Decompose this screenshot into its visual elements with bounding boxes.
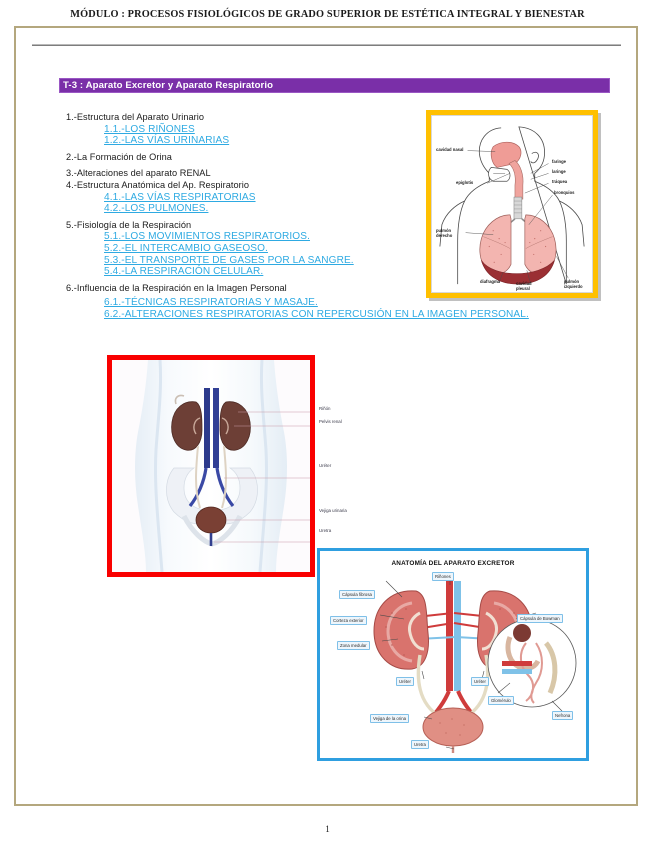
figure-excretor-anatomy: ANATOMÍA DEL APARATO EXCRETOR (317, 548, 589, 761)
toc-item-4-1[interactable]: 4.1.-LAS VÍAS RESPIRATORIAS (104, 191, 256, 203)
toc-item-1-1[interactable]: 1.1.-LOS RIÑONES (104, 123, 195, 135)
figure-respiratory-system: cavidad nasal faringe laringe tráquea br… (426, 110, 598, 298)
respiratory-label-traquea: tráquea (552, 179, 568, 184)
toc-item-3[interactable]: 3.-Alteraciones del aparato RENAL (66, 168, 211, 179)
toc-item-6-1[interactable]: 6.1.-TÉCNICAS RESPIRATORIAS Y MASAJE. (104, 297, 318, 309)
toc-item-5[interactable]: 5.-Fisiología de la Respiración (66, 219, 192, 230)
toc-item-4[interactable]: 4.-Estructura Anatómica del Ap. Respirat… (66, 179, 249, 190)
respiratory-label-cavidad-pleural: cavidad pleural (516, 281, 532, 292)
excretor-label-ureter-right: Uréter (471, 677, 489, 687)
respiratory-label-pulmon-derecho: pulmón derecho (436, 228, 453, 239)
toc-item-1-2[interactable]: 1.2.-LAS VÍAS URINARIAS (104, 135, 230, 147)
excretor-label-capsula-fibrosa: Cápsula fibrosa (339, 590, 375, 600)
figure-urinary-system (107, 355, 315, 577)
urinary-label-ureter: Uréter (319, 463, 332, 468)
respiratory-label-diafragma: diafragma (480, 279, 501, 284)
figure-respiratory-canvas: cavidad nasal faringe laringe tráquea br… (431, 115, 593, 293)
respiratory-label-pulmon-izquierdo: pulmón izquierdo (564, 279, 583, 290)
excretor-anatomy-illustration (373, 579, 577, 753)
excretor-label-corteza-exterior: Corteza exterior (330, 616, 367, 626)
excretor-figure-title: ANATOMÍA DEL APARATO EXCRETOR (391, 560, 515, 567)
urinary-label-rinon: Riñón (319, 406, 331, 411)
toc-item-6-2[interactable]: 6.2.-ALTERACIONES RESPIRATORIAS CON REPE… (104, 308, 529, 320)
toc-item-5-1[interactable]: 5.1.-LOS MOVIMIENTOS RESPIRATORIOS. (104, 231, 310, 243)
page-number: 1 (325, 824, 330, 834)
toc-item-1[interactable]: 1.-Estructura del Aparato Urinario (66, 112, 205, 122)
urinary-label-vejiga-urinaria: Vejiga urinaria (319, 508, 347, 513)
respiratory-label-laringe: laringe (552, 169, 566, 174)
urinary-system-illustration (112, 360, 310, 572)
excretor-label-ureter-left: Uréter (396, 677, 414, 687)
excretor-label-vejiga-de-la-orina: Vejiga de la orina (370, 714, 409, 724)
toc-item-5-4[interactable]: 5.4.-LA RESPIRACIÓN CELULAR. (104, 266, 264, 278)
respiratory-label-cavidad-nasal: cavidad nasal (436, 147, 464, 152)
toc-item-5-2[interactable]: 5.2.-EL INTERCAMBIO GASEOSO. (104, 242, 268, 254)
excretor-label-glomerulo: Glomérulo (488, 696, 514, 706)
urinary-label-uretra: Uretra (319, 528, 332, 533)
header-divider (32, 44, 621, 46)
topic-banner: T-3 : Aparato Excretor y Aparato Respira… (59, 78, 610, 93)
respiratory-label-bronquios: bronquios (554, 190, 575, 195)
urinary-label-pelvis-renal: Pelvis renal (319, 419, 342, 424)
excretor-label-uretra: Uretra (411, 740, 429, 750)
table-of-contents: 1.-Estructura del Aparato Urinario 1.1.-… (0, 112, 655, 321)
toc-item-6[interactable]: 6.-Influencia de la Respiración en la Im… (66, 282, 287, 293)
document-header: MÓDULO : PROCESOS FISIOLÓGICOS DE GRADO … (70, 9, 585, 20)
toc-item-5-3[interactable]: 5.3.-EL TRANSPORTE DE GASES POR LA SANGR… (104, 254, 354, 266)
toc-item-2[interactable]: 2.-La Formación de Orina (66, 151, 172, 162)
excretor-label-zona-medular: Zona medular (337, 641, 370, 651)
excretor-label-nefrona: Nefrona (552, 711, 574, 721)
toc-item-4-2[interactable]: 4.2.-LOS PULMONES. (104, 203, 209, 215)
excretor-label-capsula-de-bowman: Cápsula de Bowman (517, 614, 563, 624)
respiratory-label-epiglotis: epiglotis (456, 180, 474, 185)
respiratory-label-faringe: faringe (552, 159, 566, 164)
excretor-label-rinones: Riñones (432, 572, 454, 582)
respiratory-system-illustration (439, 126, 585, 285)
